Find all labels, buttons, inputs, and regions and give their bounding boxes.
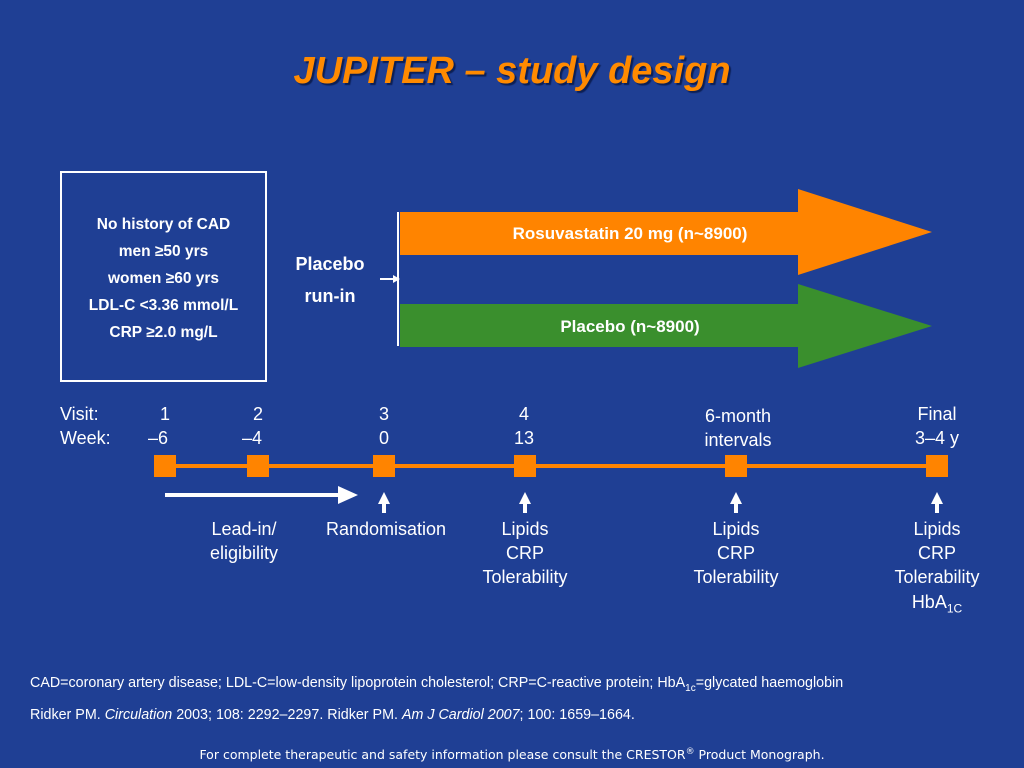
final-up-arrow-shaft — [935, 503, 939, 513]
hba1c-base: HbA — [911, 592, 947, 612]
inclusion-criteria-box: No history of CAD men ≥50 yrs women ≥60 … — [60, 171, 267, 382]
placebo-arm-label: Placebo (n~8900) — [560, 317, 700, 336]
visit4-event-lipids: Lipids — [501, 519, 549, 539]
lead-in-arrow-head — [338, 486, 358, 504]
abbreviations-footnote: CAD=coronary artery disease; LDL-C=low-d… — [30, 675, 843, 694]
visit-1-week: –6 — [147, 428, 169, 448]
ref2-journal: Am J Cardiol 2007 — [401, 707, 520, 723]
final-event-hba1c: HbA1C — [867, 592, 1007, 616]
final-label-line1: Final — [917, 404, 957, 424]
registered-mark: ® — [685, 747, 695, 757]
week-header: Week: — [60, 428, 111, 448]
visit-3-number: 3 — [378, 404, 389, 424]
lead-in-label-line1: Lead-in/ — [211, 519, 277, 539]
visit-marker-1 — [154, 455, 176, 477]
footnote-part1: CAD=coronary artery disease; LDL-C=low-d… — [30, 675, 686, 691]
interval-event-crp: CRP — [716, 543, 755, 563]
criterion-men: men ≥50 yrs — [118, 243, 209, 260]
final-event-crp: CRP — [917, 543, 956, 563]
visit-4-week: 13 — [513, 428, 535, 448]
criterion-women: women ≥60 yrs — [107, 270, 220, 287]
interval-event-tolerability: Tolerability — [693, 567, 779, 587]
visit-marker-interval — [725, 455, 747, 477]
visit4-event-crp: CRP — [505, 543, 544, 563]
product-monograph-disclaimer: For complete therapeutic and safety info… — [0, 747, 1024, 762]
visit-3-week: 0 — [378, 428, 389, 448]
visit-1-number: 1 — [159, 404, 170, 424]
ref1-details: 2003; 108: 2292–2297. Ridker PM. — [172, 707, 402, 723]
disclaimer-part2: Product Monograph. — [694, 747, 825, 763]
visit-marker-final — [926, 455, 948, 477]
visit-marker-3 — [373, 455, 395, 477]
final-up-arrow-head — [931, 492, 943, 504]
randomisation-label: Randomisation — [325, 519, 447, 539]
interval-up-arrow-shaft — [734, 503, 738, 513]
visit-marker-2 — [247, 455, 269, 477]
interval-label-line1: 6-month — [704, 406, 772, 426]
run-in-label-line1: Placebo — [295, 254, 365, 274]
rosuvastatin-arm-label: Rosuvastatin 20 mg (n~8900) — [512, 224, 748, 243]
visit-4-number: 4 — [518, 404, 529, 424]
footnote-sub: 1c — [685, 682, 696, 694]
hba1c-subscript: 1C — [946, 601, 963, 616]
randomisation-up-arrow-head — [378, 492, 390, 504]
visit4-up-arrow-shaft — [523, 503, 527, 513]
final-event-lipids: Lipids — [913, 519, 961, 539]
ref1-author: Ridker PM. — [30, 707, 105, 723]
visit-marker-4 — [514, 455, 536, 477]
ref1-journal: Circulation — [104, 707, 173, 723]
visit4-event-tolerability: Tolerability — [482, 567, 568, 587]
final-event-tolerability: Tolerability — [894, 567, 980, 587]
reference-citation: Ridker PM. Circulation 2003; 108: 2292–2… — [30, 707, 635, 723]
footnote-part2: =glycated haemoglobin — [695, 675, 844, 691]
criterion-crp: CRP ≥2.0 mg/L — [109, 324, 218, 341]
run-in-arrow-head — [393, 275, 400, 283]
final-label-line2: 3–4 y — [914, 428, 960, 448]
rosuvastatin-arm-arrow — [400, 189, 932, 275]
lead-in-label-line2: eligibility — [209, 543, 279, 563]
slide-title: JUPITER – study design — [293, 50, 731, 92]
ref2-details: ; 100: 1659–1664. — [519, 707, 635, 723]
disclaimer-part1: For complete therapeutic and safety info… — [199, 747, 686, 763]
interval-event-lipids: Lipids — [712, 519, 760, 539]
interval-up-arrow-head — [730, 492, 742, 504]
placebo-arm-arrow — [400, 284, 932, 368]
criterion-ldl: LDL-C <3.36 mmol/L — [88, 297, 239, 314]
run-in-label-line2: run-in — [304, 286, 356, 306]
interval-label-line2: intervals — [704, 430, 772, 450]
criterion-cad: No history of CAD — [96, 216, 231, 233]
visit4-up-arrow-head — [519, 492, 531, 504]
visit-header: Visit: — [60, 404, 99, 424]
randomisation-up-arrow-shaft — [382, 503, 386, 513]
visit-2-number: 2 — [252, 404, 263, 424]
visit-2-week: –4 — [241, 428, 263, 448]
